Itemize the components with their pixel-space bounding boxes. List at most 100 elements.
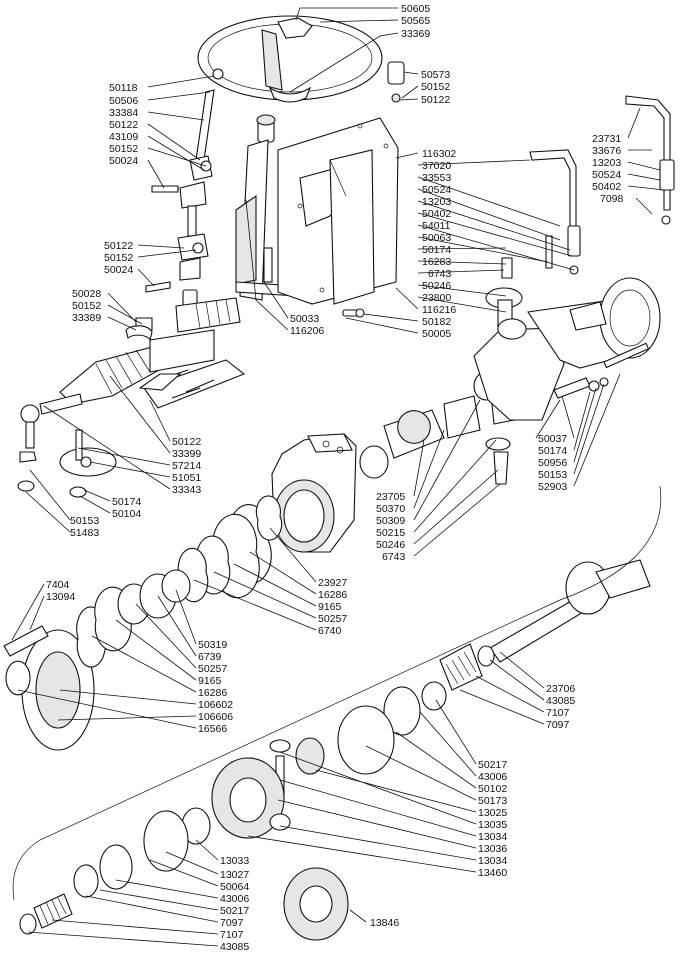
part-label: 33343 <box>172 484 201 496</box>
part-label: 116216 <box>422 304 456 316</box>
part-label: 50153 <box>538 469 567 481</box>
steering-wheel <box>197 15 383 103</box>
part-label: 9165 <box>318 601 342 613</box>
part-label: 13203 <box>422 196 451 208</box>
part-label: 16286 <box>198 687 227 699</box>
part-label: 50005 <box>422 328 451 340</box>
part-label: 106606 <box>198 711 233 723</box>
part-label: 50064 <box>220 881 249 893</box>
part-label: 50174 <box>422 244 451 256</box>
part-label: 50565 <box>401 15 430 27</box>
part-label: 50402 <box>592 181 621 193</box>
part-label: 50956 <box>538 457 567 469</box>
part-label: 7098 <box>600 193 624 205</box>
part-label: 57214 <box>172 460 201 472</box>
part-label: 50524 <box>422 184 451 196</box>
part-label: 7107 <box>546 707 570 719</box>
part-label: 13036 <box>478 843 507 855</box>
part-label: 50152 <box>72 300 101 312</box>
part-label: 33389 <box>72 312 101 324</box>
part-label: 23800 <box>422 292 451 304</box>
leader-lines <box>11 7 665 947</box>
part-label: 50152 <box>104 252 133 264</box>
part-label: 33553 <box>422 172 451 184</box>
part-label: 50122 <box>104 240 133 252</box>
part-label: 50217 <box>220 905 249 917</box>
part-label: 50217 <box>478 759 507 771</box>
part-label: 13034 <box>478 831 507 843</box>
steering-column <box>235 114 299 301</box>
part-label: 50122 <box>109 119 138 131</box>
part-label: 50605 <box>401 3 430 15</box>
part-label: 50257 <box>318 613 347 625</box>
part-label: 7097 <box>220 917 244 929</box>
part-label: 23706 <box>546 683 575 695</box>
part-label: 50122 <box>172 436 201 448</box>
part-label: 13035 <box>478 819 507 831</box>
part-label: 13460 <box>478 867 507 879</box>
part-label: 37020 <box>422 160 451 172</box>
part-label: 50573 <box>421 69 450 81</box>
part-label: 33384 <box>109 107 138 119</box>
part-label: 6740 <box>318 625 342 637</box>
part-label: 13027 <box>220 869 249 881</box>
part-label: 7404 <box>46 579 70 591</box>
part-label: 6739 <box>198 651 222 663</box>
part-label: 43085 <box>220 941 249 953</box>
part-label: 50028 <box>72 288 101 300</box>
part-label: 16286 <box>318 589 347 601</box>
drive-housing <box>271 433 357 553</box>
part-label: 13203 <box>592 157 621 169</box>
part-label: 50152 <box>421 81 450 93</box>
part-label: 50024 <box>109 155 138 167</box>
part-label: 50174 <box>538 445 567 457</box>
part-label: 50153 <box>70 515 99 527</box>
part-label: 50319 <box>198 639 227 651</box>
differential <box>19 681 447 941</box>
part-label: 50173 <box>478 795 507 807</box>
part-label: 6743 <box>428 268 452 280</box>
part-label: 9165 <box>198 675 222 687</box>
steering-gear-bellows <box>17 289 246 498</box>
part-label: 50033 <box>290 313 319 325</box>
part-label: 50402 <box>422 208 451 220</box>
part-number-labels: 50605 50565 33369 50573 50152 50122 5011… <box>46 3 624 953</box>
rear-housing <box>473 277 661 421</box>
part-label: 50102 <box>478 783 507 795</box>
part-label: 51483 <box>70 527 99 539</box>
part-label: 50024 <box>104 264 133 276</box>
part-label: 50182 <box>422 316 451 328</box>
shift-levers <box>501 95 675 279</box>
part-label: 50118 <box>109 82 138 94</box>
part-label: 50215 <box>376 527 405 539</box>
part-label: 50104 <box>112 508 141 520</box>
part-label: 50524 <box>592 169 621 181</box>
part-label: 23731 <box>592 133 621 145</box>
pedestal-housing <box>277 61 405 318</box>
part-label: 50122 <box>421 94 450 106</box>
part-label: 16283 <box>422 256 451 268</box>
part-label: 50257 <box>198 663 227 675</box>
part-label: 106602 <box>198 699 233 711</box>
part-label: 13846 <box>370 917 399 929</box>
steering-shaft-assembly <box>145 68 224 293</box>
part-label: 13094 <box>46 591 75 603</box>
part-label: 116302 <box>422 148 456 160</box>
part-label: 50309 <box>376 515 405 527</box>
part-label: 116206 <box>290 325 324 337</box>
part-label: 23927 <box>318 577 347 589</box>
part-label: 16566 <box>198 723 227 735</box>
part-label: 13025 <box>478 807 507 819</box>
part-label: 54011 <box>422 220 451 232</box>
part-label: 7107 <box>220 929 244 941</box>
part-label: 52903 <box>538 481 567 493</box>
part-label: 51051 <box>172 472 201 484</box>
part-label: 43006 <box>478 771 507 783</box>
part-label: 7097 <box>546 719 570 731</box>
part-label: 13033 <box>220 855 249 867</box>
part-label: 50063 <box>422 232 451 244</box>
part-label: 43006 <box>220 893 249 905</box>
part-label: 33369 <box>401 28 430 40</box>
